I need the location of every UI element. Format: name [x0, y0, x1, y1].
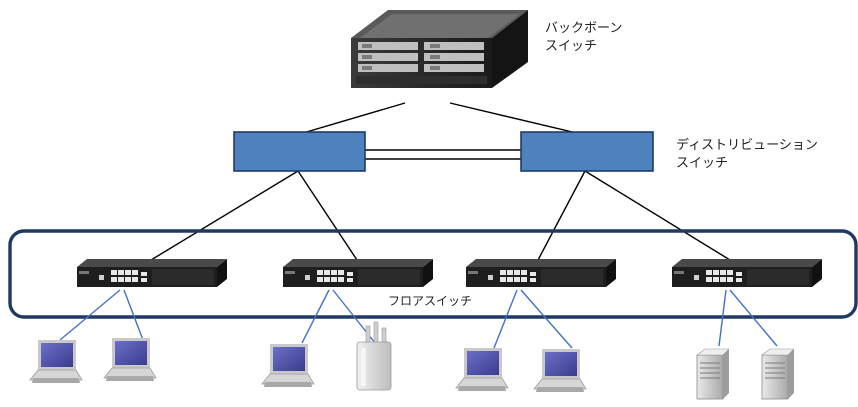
laptop-icon — [29, 339, 83, 384]
floor-switch-group-frame — [8, 229, 858, 319]
floor-switch-3 — [466, 259, 616, 287]
link-backbone-dist-left — [302, 102, 406, 134]
wifi-access-point-icon — [356, 321, 392, 391]
link-backbone-dist-right — [449, 102, 586, 136]
distribution-label-line2: スイッチ — [676, 156, 729, 171]
link-dist-left-floor2 — [297, 170, 358, 261]
distribution-label-line1: ディストリビューション — [676, 138, 818, 153]
laptop-icon — [103, 337, 157, 382]
floor-switch-4 — [672, 259, 822, 287]
laptop-icon — [533, 348, 587, 393]
distribution-switch-right — [520, 131, 654, 172]
link-dist-right-floor3 — [537, 170, 586, 261]
distribution-switch-label: ディストリビューション スイッチ — [676, 137, 818, 173]
backbone-label-line1: バックボーン — [545, 21, 623, 36]
link-dist-left-floor1 — [150, 170, 299, 261]
floor-switch-1 — [77, 259, 227, 287]
floor-switch-label: フロアスイッチ — [386, 292, 475, 310]
floor-switch-2 — [283, 259, 433, 287]
backbone-switch-icon — [351, 10, 528, 88]
backbone-switch-label: バックボーン スイッチ — [545, 20, 622, 56]
server-tower-icon — [696, 348, 730, 400]
endpoint-links — [59, 289, 778, 349]
core-links — [150, 102, 731, 261]
laptop-icon — [261, 343, 315, 388]
link-dist-right-floor4 — [584, 170, 731, 261]
server-tower-icon — [761, 348, 795, 400]
laptop-icon — [455, 347, 509, 392]
distribution-switch-left — [233, 131, 366, 172]
backbone-label-line2: スイッチ — [545, 39, 598, 54]
